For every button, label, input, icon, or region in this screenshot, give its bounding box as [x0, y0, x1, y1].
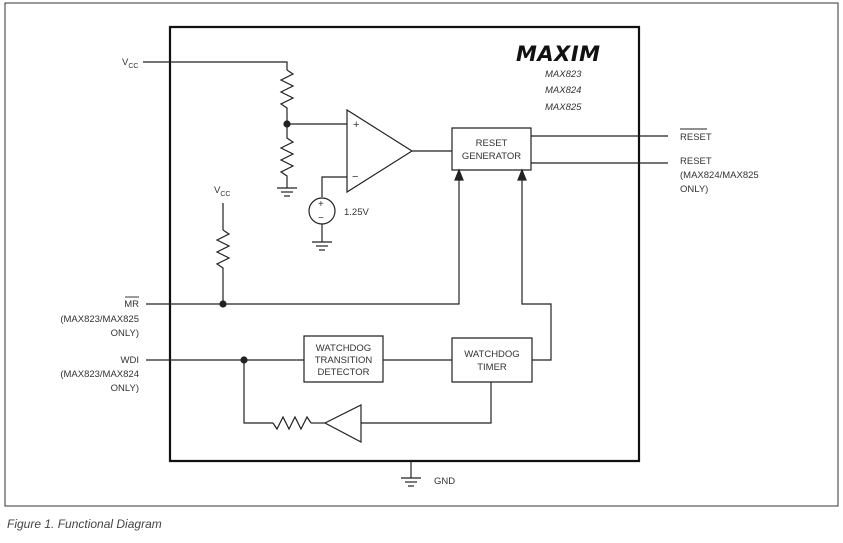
- reset-bar-label: RESET: [680, 132, 712, 143]
- reference-wire: [322, 177, 347, 197]
- chip-boundary: [170, 27, 639, 461]
- part-number-3: MAX825: [545, 102, 582, 113]
- wdi-label: WDI: [121, 355, 139, 366]
- figure-frame: [5, 3, 838, 506]
- comparator: [347, 110, 412, 192]
- reset-generator-block: [452, 128, 531, 170]
- wtd-label-2: TRANSITION: [315, 355, 373, 366]
- vcc-mr-label: VCC: [214, 185, 230, 198]
- watchdog-arrowhead: [518, 170, 526, 180]
- reset-generator-label-2: GENERATOR: [462, 151, 521, 162]
- part-number-1: MAX823: [545, 69, 582, 80]
- gnd-label: GND: [434, 476, 455, 487]
- mr-note-2: ONLY): [111, 328, 139, 339]
- mr-note-1: (MAX823/MAX825: [60, 314, 139, 325]
- mr-pullup-resistor: [217, 230, 229, 304]
- feedback-to-wdi-wire: [244, 360, 273, 423]
- reference-voltage-label: 1.25V: [344, 207, 369, 218]
- figure-caption: Figure 1. Functional Diagram: [7, 517, 162, 531]
- divider-resistor-top: [281, 70, 293, 124]
- watchdog-timer-label-2: TIMER: [477, 362, 507, 373]
- feedback-resistor: [273, 417, 311, 429]
- feedback-buffer: [325, 405, 361, 442]
- watchdog-timer-to-reset-wire: [522, 178, 551, 360]
- part-number-2: MAX824: [545, 85, 581, 96]
- reference-minus-sign: −: [318, 213, 324, 224]
- reset-generator-label-1: RESET: [476, 138, 508, 149]
- timer-feedback-wire: [361, 382, 491, 423]
- wtd-label-1: WATCHDOG: [316, 343, 371, 354]
- watchdog-timer-label-1: WATCHDOG: [464, 349, 519, 360]
- comparator-plus-sign: +: [353, 119, 359, 131]
- divider-resistor-bottom: [281, 124, 293, 188]
- wdi-note-2: ONLY): [111, 383, 139, 394]
- watchdog-timer-block: [452, 338, 532, 382]
- reset-note-1: (MAX824/MAX825: [680, 170, 759, 181]
- maxim-logo: MAXIM: [516, 42, 601, 66]
- mr-label: MR: [124, 299, 139, 310]
- vcc-main-wire: [143, 62, 287, 70]
- reset-note-2: ONLY): [680, 184, 708, 195]
- comparator-minus-sign: −: [352, 171, 358, 183]
- wtd-label-3: DETECTOR: [317, 367, 369, 378]
- mr-arrowhead: [455, 170, 463, 180]
- vcc-main-label: VCC: [122, 57, 138, 70]
- reference-plus-sign: +: [318, 199, 324, 210]
- watchdog-transition-detector-block: [304, 336, 383, 382]
- wdi-note-1: (MAX823/MAX824: [60, 369, 139, 380]
- reset-label: RESET: [680, 156, 712, 167]
- mr-wire: [146, 178, 459, 304]
